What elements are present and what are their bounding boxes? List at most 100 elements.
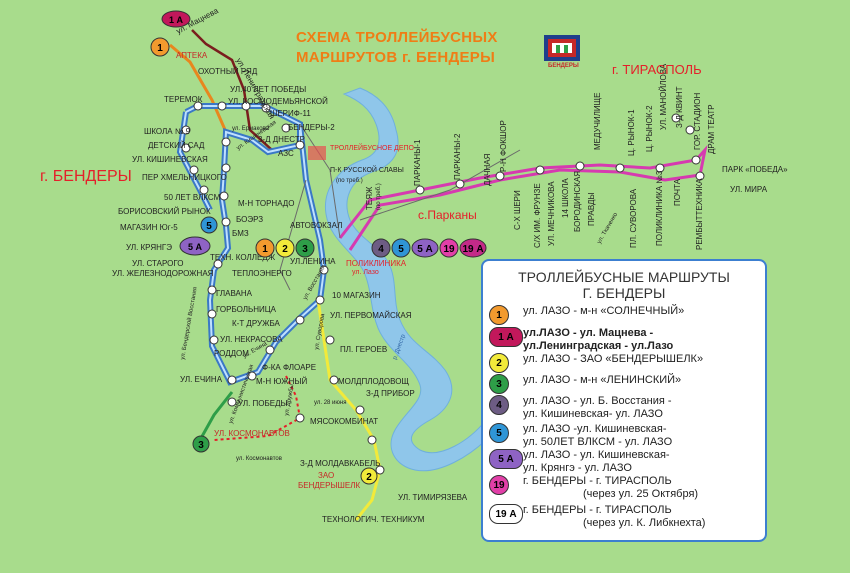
city-label-tiraspol: г. ТИРАСПОЛЬ [612,62,702,77]
stop-label: ТЕРЕМОК [164,95,203,104]
stop-label: УЛ. КОСМОДЕМЬЯНСКОЙ [228,97,328,106]
svg-text:3: 3 [302,244,308,255]
stop-label: 50 ЛЕТ ВЛКСМ [164,193,221,202]
route-badge-1: 1 [255,238,275,258]
legend-route-description: ул. ЛАЗО -ул. Кишиневская-ул. 50ЛЕТ ВЛКС… [523,423,673,448]
stop-label: БОЭРЗ [236,215,263,224]
route-badge-3-map: 3 [192,435,210,453]
stop-label: З-Д КВИНТ [675,86,684,128]
stop-label: ДРАМ ТЕАТР [707,104,716,154]
city-label-parkany: с.Парканы [418,208,477,222]
legend-route-description: ул. ЛАЗО - ул. Кишиневская-ул. Крянгэ - … [523,449,670,474]
stop-label: ШЕРИФ-11 [270,109,311,118]
stop-label: ШКОЛА № 9 [144,127,191,136]
stop-label: ул. Лазо [352,269,379,276]
svg-text:19 А: 19 А [462,244,483,255]
stop-label: 3-Д ДНЕСТР [258,135,305,144]
stop-label: УЛ. ЕЧИНА [180,375,223,384]
svg-text:1: 1 [262,244,268,255]
stop-label: ПОЛИКЛИНИКА [346,259,407,268]
legend-route-description: ул.ЛАЗО - ул. Мацнева -ул.Ленинградская … [523,327,674,352]
legend-route-badge: 3 [489,374,509,394]
svg-text:3: 3 [198,440,204,451]
route-badge-2-map: 2 [360,467,378,485]
stop-label: ДЕТСКИЙ САД [148,141,205,150]
stop-label: С-Х ШЕРИ [513,190,522,230]
stop-label: МАГАЗИН Юг-5 [120,223,178,232]
stop-label: Ц. РЫНОК-2 [645,105,654,152]
stop-label: ЗАО [318,471,334,480]
stop-label: М-Н ТОРНАДО [238,199,294,208]
stop-label: УЛ. КРЯНГЭ [126,243,172,252]
svg-text:4: 4 [378,244,384,255]
stop-label: ПАРКАНЫ-1 [413,139,422,186]
stop-label: ул. Коммунистическая [228,364,255,425]
legend-route-description: ул. ЛАЗО - м-н «СОЛНЕЧНЫЙ» [523,305,685,317]
legend-item: 19 г. БЕНДЕРЫ - г. ТИРАСПОЛЬ(через ул. 25… [489,475,698,501]
legend-route-description: г. БЕНДЕРЫ - г. ТИРАСПОЛЬ(через ул. 25 О… [523,475,699,500]
stop-label: РЕМБЫТТЕХНИКА [695,178,704,250]
stop-label: 14 ШКОЛА [561,178,570,218]
stop-label: АПТЕКА [176,51,208,60]
stop-label: УЛ. ПЕРВОМАЙСКАЯ [330,311,412,320]
svg-text:5: 5 [206,221,212,232]
legend-route-badge: 1 А [489,327,523,347]
stop-label: ул. Ермакова [232,126,270,132]
route-badge-19: 19 [439,238,459,258]
stop-label: УЛ. ТИМИРЯЗЕВА [398,493,468,502]
stop-label: БОРОДИНСКАЯ [573,171,582,232]
svg-text:2: 2 [282,244,288,255]
stop-label: ул. 28 июня [314,400,346,406]
stop-label: З-Д МОЛДАВКАБЕЛЬ [300,459,380,468]
stop-label: УЛ. МЕЧНИКОВА [547,181,556,246]
stop-label: ПРАВДЫ [587,192,596,226]
stop-markers [181,101,705,475]
legend-route-badge: 19 [489,475,509,495]
stop-label: ул. Ткаченко [597,211,620,245]
stop-label: БОРИСОВСКИЙ РЫНОК [118,207,211,216]
map-title-line1: СХЕМА ТРОЛЛЕЙБУСНЫХ [296,29,498,46]
stop-label: (по треб.) [376,183,382,210]
stop-label: УЛ. НЕКРАСОВА [220,335,283,344]
route-badge-5a-map: 5 А [179,236,211,256]
svg-text:1: 1 [157,43,163,54]
legend-route-badge: 2 [489,353,509,373]
svg-text:1 А: 1 А [169,15,184,25]
stop-label: АВТОВОКЗАЛ [290,221,342,230]
stop-label: БЕНДЕРЫ-2 [288,123,335,132]
stop-label: УЛ. КОСМОНАВТОВ [214,429,290,438]
route-1-line [169,43,228,133]
stop-label: З-Д ПРИБОР [366,389,415,398]
legend-route-badge: 5 А [489,449,523,469]
stop-label: ПЛ. СУВОРОВА [629,188,638,248]
stop-label: ПОЧТА [673,178,682,206]
stop-label: ДАЧНАЯ [483,153,492,186]
map-title-line2: МАРШРУТОВ г. БЕНДЕРЫ [296,49,496,66]
stop-label: ПАРКАНЫ-2 [453,133,462,180]
stop-label: К-Т ДРУЖБА [232,319,281,328]
stop-label: МОЛДПЛОДОВОЩ [338,377,409,386]
stop-label: УЛ. СТАРОГО [132,259,183,268]
stop-label: Р-Н ФОКШОР [499,120,508,172]
route-badge-5-map: 5 [200,216,218,234]
stop-label: Ц. РЫНОК-1 [627,109,636,156]
route-badge-1a-top: 1 А [161,10,191,28]
stop-label: ПЕР ХМЕЛЬНИЦКОГО [142,173,227,182]
stop-label: П-К РУССКОЙ СЛАВЫ [330,165,404,174]
stop-label: Ф-КА ФЛОАРЕ [262,363,316,372]
stop-label: ГОРБОЛЬНИЦА [216,305,277,314]
stop-label: ГЛАВАНА [216,289,253,298]
legend-route-description: г. БЕНДЕРЫ - г. ТИРАСПОЛЬ(через ул. К. Л… [523,504,706,529]
stop-label: УЛ.40 ЛЕТ ПОБЕДЫ [230,85,306,94]
city-logo-icon [544,35,580,61]
stop-label: ТЕЯЖ [365,186,374,210]
route-19-line [338,144,708,251]
svg-text:5 А: 5 А [188,242,203,252]
route-badge-1-top: 1 [150,37,170,57]
